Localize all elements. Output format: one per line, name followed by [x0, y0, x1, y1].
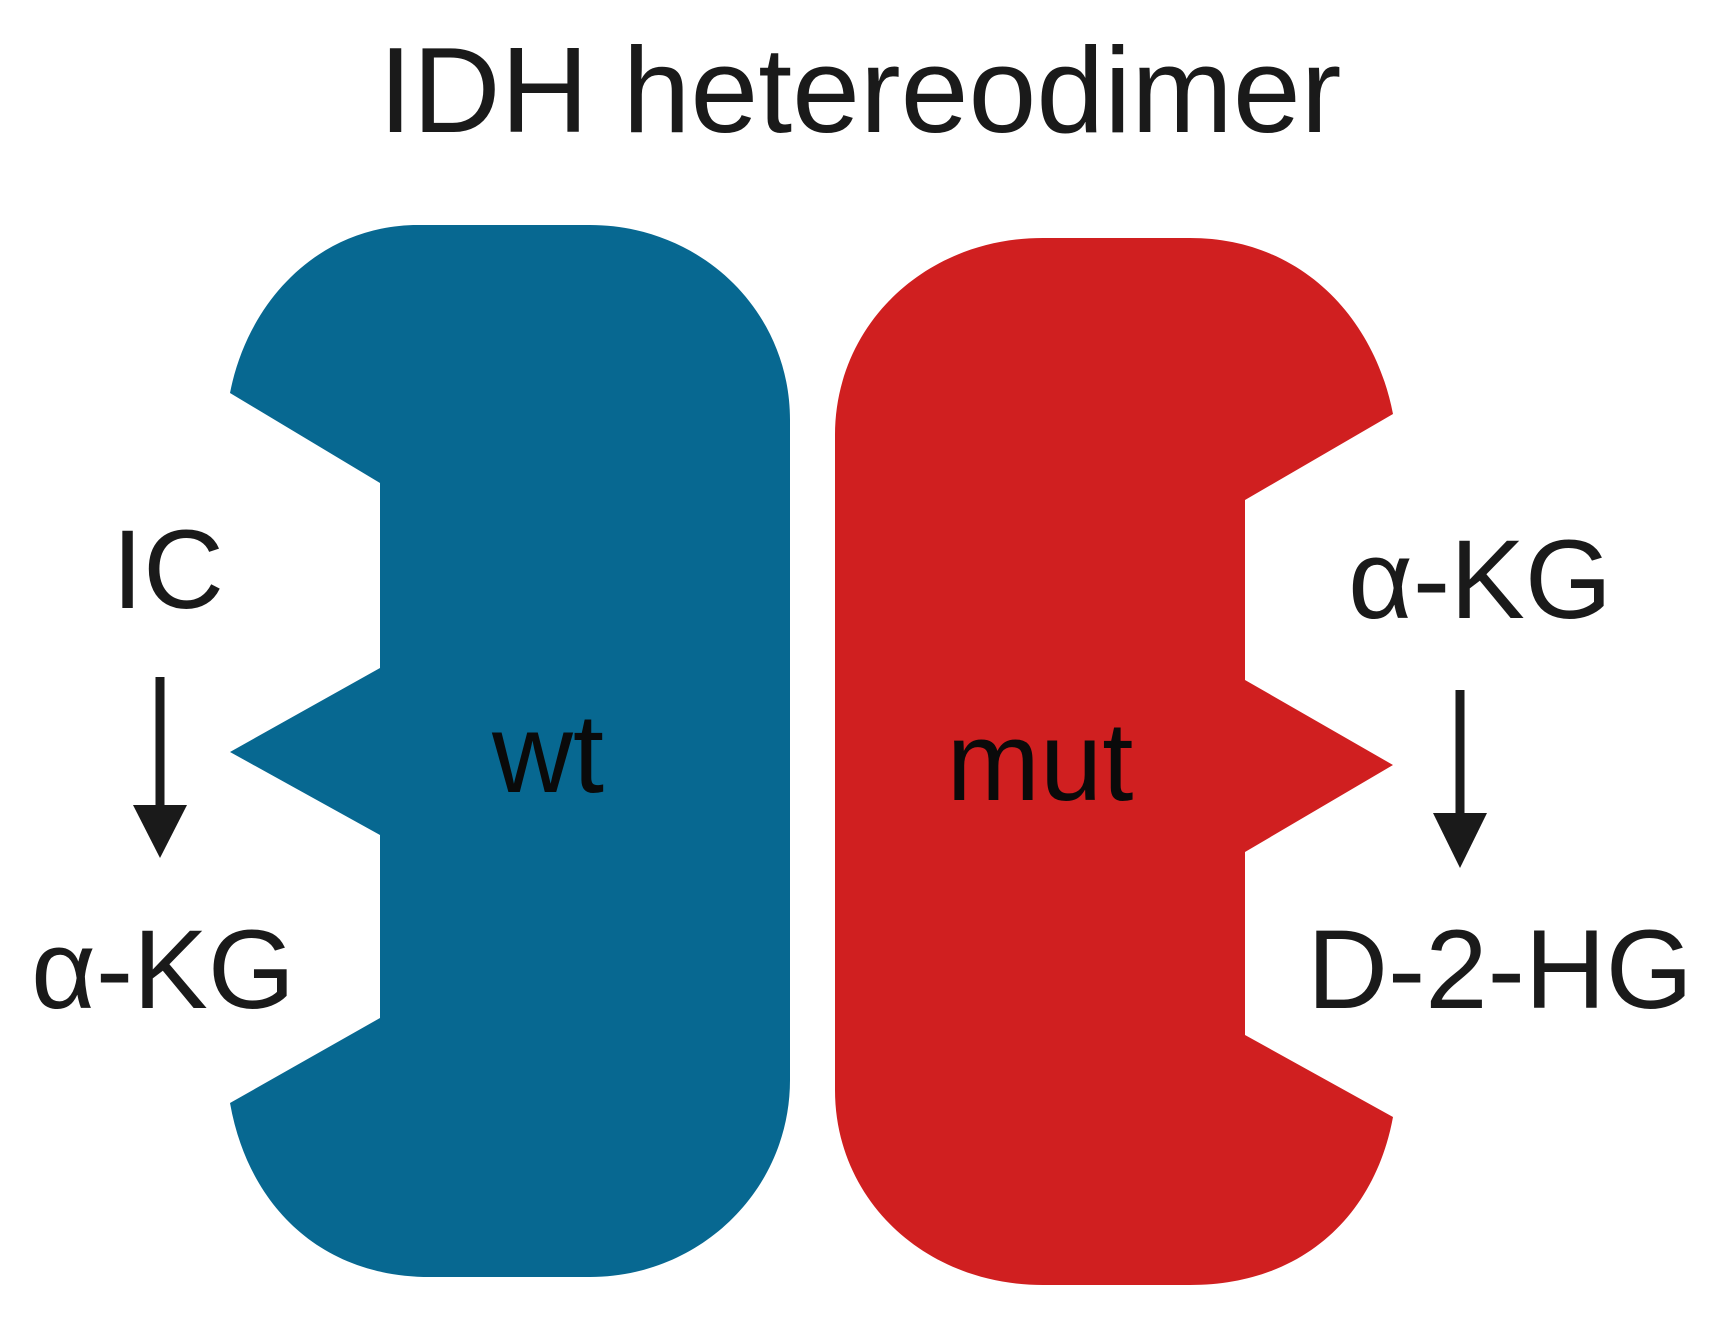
wt-substrate-label: IC	[112, 507, 224, 632]
mut-monomer-label: mut	[947, 699, 1134, 824]
wt-monomer-label: wt	[491, 691, 604, 816]
wt-monomer-shape	[230, 225, 790, 1277]
mut-reaction-arrow	[1433, 690, 1487, 868]
mut-monomer-shape	[835, 238, 1393, 1285]
diagram-title: IDH hetereodimer	[379, 22, 1342, 158]
wt-product-label: α-KG	[31, 907, 295, 1032]
wt-reaction-arrow	[133, 677, 187, 858]
mut-product-label: D-2-HG	[1307, 907, 1693, 1032]
mut-substrate-label: α-KG	[1348, 517, 1612, 642]
